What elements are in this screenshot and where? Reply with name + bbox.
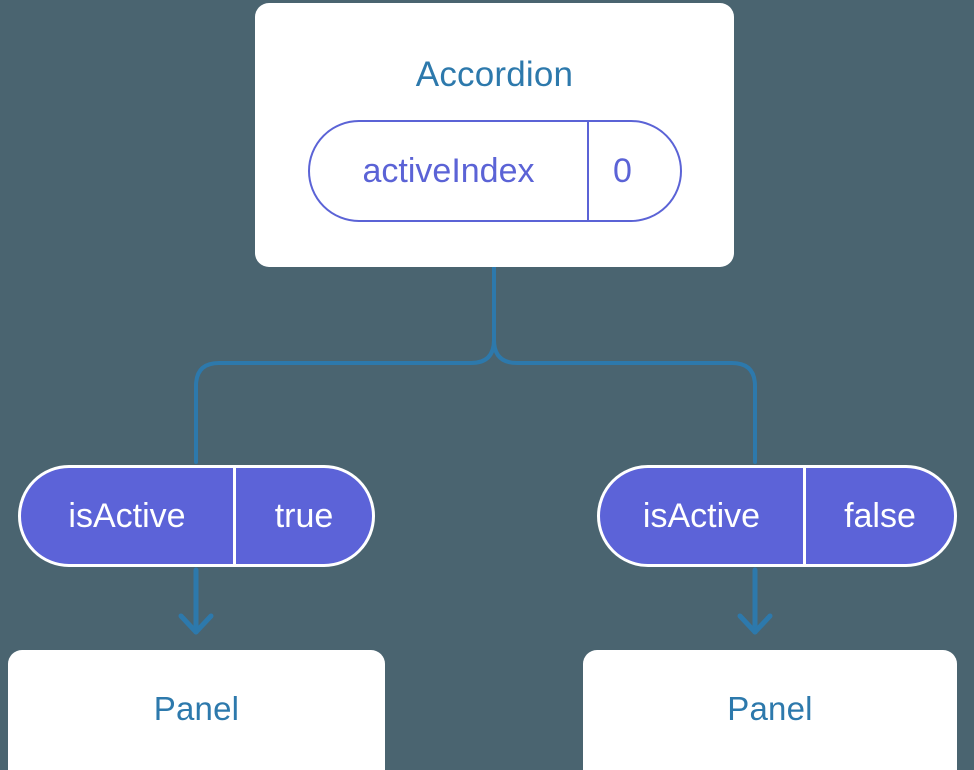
accordion-component-card[interactable]: Accordion activeIndex 0 — [255, 3, 734, 267]
left-isactive-prop-pill[interactable]: isActive true — [18, 465, 375, 567]
arrow-head-right — [737, 613, 773, 635]
right-panel-title: Panel — [727, 690, 813, 727]
left-panel-component-card[interactable]: Panel — [8, 650, 385, 770]
left-panel-title: Panel — [153, 690, 240, 727]
right-prop-value: false — [844, 496, 916, 535]
right-prop-key: isActive — [600, 468, 806, 564]
arrow-head-left — [178, 613, 214, 635]
tree-split-connector-right — [492, 265, 757, 464]
right-isactive-prop-pill[interactable]: isActive false — [597, 465, 957, 567]
accordion-state-key: activeIndex — [310, 122, 589, 220]
left-prop-value: true — [274, 496, 334, 535]
accordion-state-pill[interactable]: activeIndex 0 — [308, 120, 682, 222]
right-panel-component-card[interactable]: Panel — [583, 650, 957, 770]
left-prop-key: isActive — [21, 468, 236, 564]
accordion-state-value: 0 — [613, 151, 632, 190]
accordion-title: Accordion — [415, 55, 574, 94]
tree-split-connector — [194, 265, 496, 464]
